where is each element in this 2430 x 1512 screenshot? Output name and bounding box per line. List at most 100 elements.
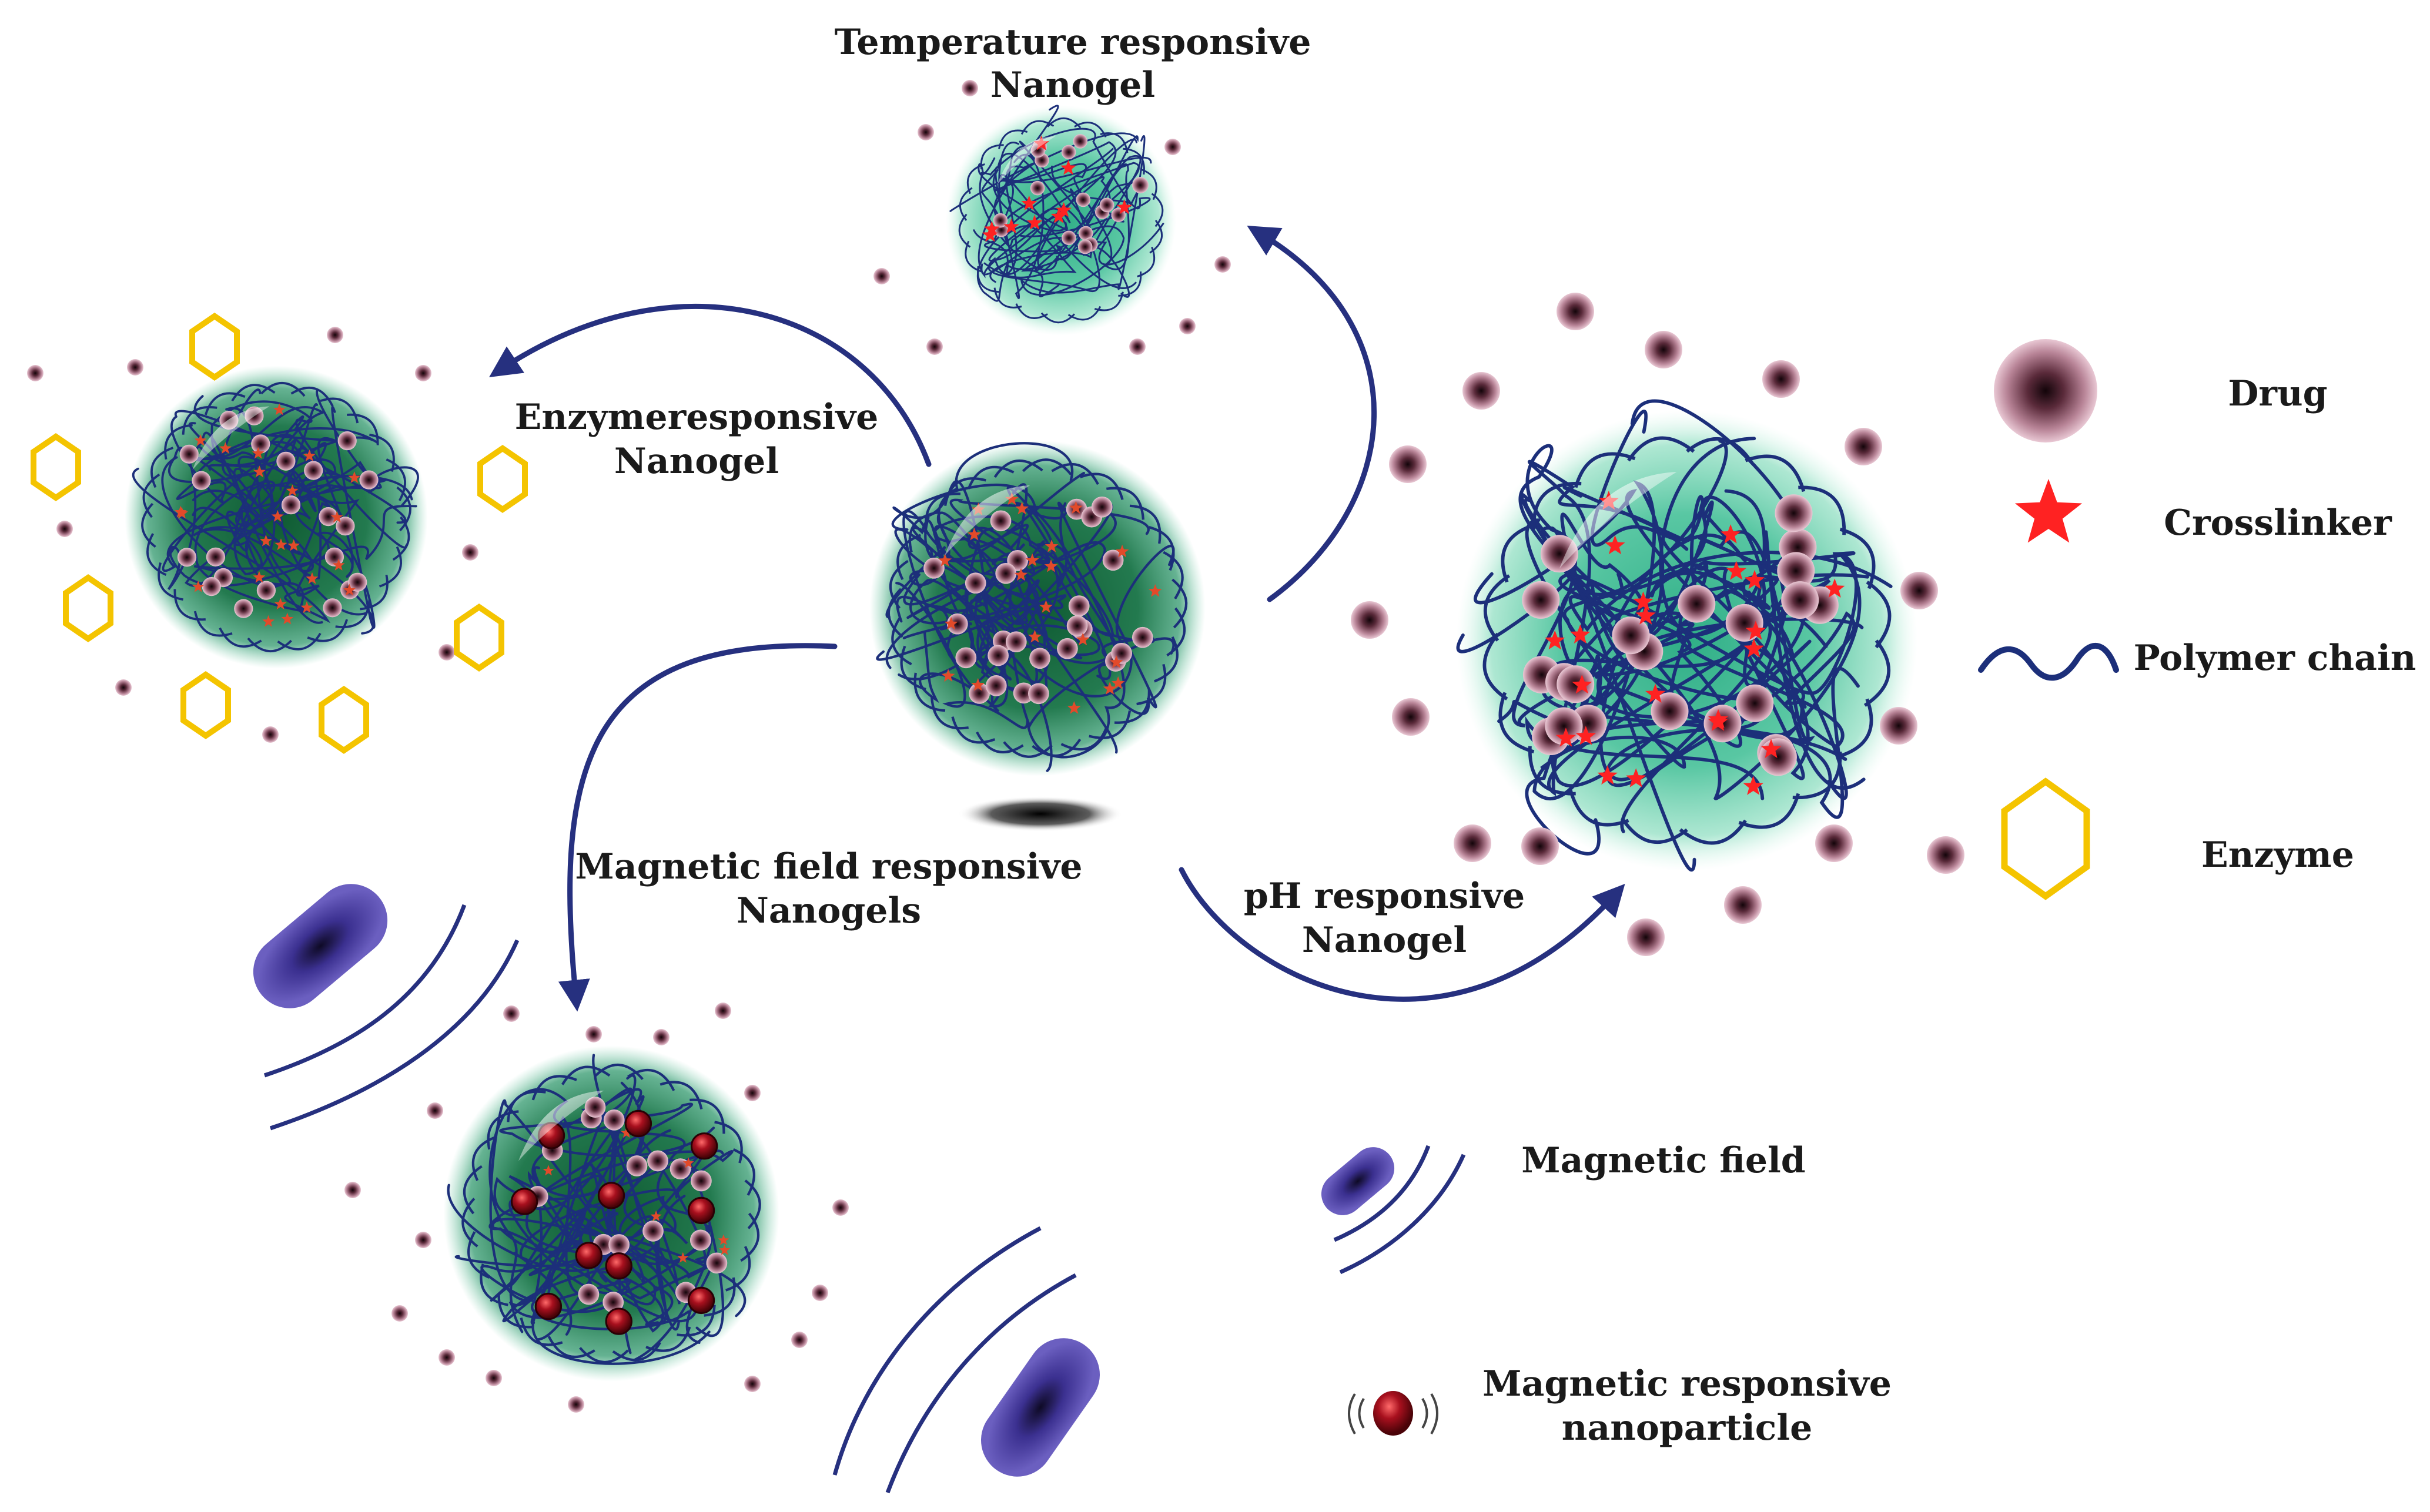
crosslinker xyxy=(941,669,955,682)
legend-enzyme-icon xyxy=(2001,777,2090,900)
polymer-loop xyxy=(1798,485,1846,535)
drug xyxy=(192,471,211,490)
drug xyxy=(993,213,1008,228)
crosslinker xyxy=(273,403,286,415)
polymer-loop xyxy=(193,611,233,637)
released-drug xyxy=(1389,445,1427,483)
magnets xyxy=(253,884,1466,1494)
crosslinker xyxy=(1045,539,1059,552)
magnetic-nanoparticle xyxy=(575,1242,603,1269)
drug xyxy=(1077,239,1093,254)
crosslinker xyxy=(253,571,266,583)
drug xyxy=(955,647,977,669)
crosslinker xyxy=(718,1234,729,1245)
drug xyxy=(1759,738,1797,776)
released-drug xyxy=(744,1376,761,1392)
drug xyxy=(1013,682,1035,704)
crosslinker xyxy=(682,1157,694,1168)
released-drug xyxy=(415,365,431,381)
crosslinker xyxy=(1111,676,1125,689)
released-drug xyxy=(415,1232,431,1248)
crosslinker xyxy=(621,1127,632,1138)
magnetic-nanoparticle xyxy=(690,1132,718,1160)
crosslinker xyxy=(1115,544,1129,558)
labels: Temperature responsive Nanogel Enzymeres… xyxy=(515,22,1525,961)
drug xyxy=(691,1170,712,1192)
magnetic-nanoparticle xyxy=(687,1286,715,1315)
central-gel-shadow xyxy=(958,796,1123,832)
released-drug xyxy=(1462,372,1500,410)
drug xyxy=(1028,683,1049,705)
crosslinker xyxy=(1605,535,1625,555)
crosslinker xyxy=(1005,492,1019,505)
released-drug xyxy=(1521,827,1559,865)
polymer-loop xyxy=(1501,522,1539,583)
magnetic-field-line xyxy=(832,1226,1042,1476)
polymer-chain xyxy=(980,128,1164,266)
drug xyxy=(1078,226,1093,241)
polymer-loop xyxy=(1627,436,1695,462)
drug xyxy=(642,1221,664,1242)
label-ph-line1: pH responsive xyxy=(1244,876,1525,917)
label-ph-line2: Nanogel xyxy=(1302,920,1467,961)
released-drug xyxy=(439,644,455,661)
crosslinker xyxy=(1575,726,1596,745)
crosslinker xyxy=(286,484,299,497)
enzyme-icon xyxy=(31,433,81,502)
released-drug xyxy=(1214,256,1231,273)
crosslinker xyxy=(1708,709,1729,729)
crosslinker xyxy=(1026,214,1043,230)
polymer-loop xyxy=(660,1081,703,1109)
crosslinker xyxy=(262,615,275,627)
polymer-loop xyxy=(1621,817,1688,844)
crosslinker xyxy=(982,227,998,242)
polymer-chain xyxy=(488,1150,734,1336)
crosslinker xyxy=(194,434,207,446)
released-drug xyxy=(1392,698,1430,736)
polymer-loop xyxy=(1163,551,1184,600)
drug xyxy=(1132,626,1153,648)
drug xyxy=(988,645,1009,666)
polymer-loop xyxy=(520,1317,563,1346)
released-drug xyxy=(391,1305,408,1322)
drug xyxy=(1073,134,1088,149)
arrow-to-ph xyxy=(1179,867,1625,1002)
magnetic-nanoparticle xyxy=(510,1188,538,1215)
released-drug xyxy=(1454,824,1491,862)
crosslinker xyxy=(1028,629,1042,643)
drug xyxy=(276,451,296,471)
polymer-loop xyxy=(891,616,912,666)
polymer-loop xyxy=(320,397,359,424)
crosslinker xyxy=(253,465,266,478)
magnetic-field-line xyxy=(1333,1145,1431,1242)
crosslinker xyxy=(303,450,316,461)
arrows xyxy=(489,226,1625,1012)
released-drug xyxy=(486,1370,502,1386)
magnetic-nanoparticle xyxy=(624,1109,652,1138)
drug xyxy=(1076,192,1091,207)
crosslinker xyxy=(1645,683,1666,703)
drug xyxy=(608,1234,630,1255)
polymer-chain xyxy=(973,162,1067,277)
drug xyxy=(234,599,253,618)
legend-polymer-chain-icon xyxy=(1978,643,2119,681)
polymer-loop xyxy=(744,1179,761,1229)
polymer-loop xyxy=(142,473,160,518)
released-drug xyxy=(503,1005,520,1022)
label-enzyme-line2: Nanogel xyxy=(614,441,779,482)
released-drug xyxy=(1845,428,1882,465)
drug xyxy=(965,572,986,594)
drug xyxy=(251,434,270,454)
drug xyxy=(202,577,221,596)
polymer-loop xyxy=(396,486,411,532)
released-drug xyxy=(962,80,978,96)
polymer-loop xyxy=(1114,689,1150,724)
polymer-loop xyxy=(704,1277,736,1317)
polymer-loop xyxy=(561,1065,611,1085)
polymer-chain xyxy=(924,511,1114,697)
drug xyxy=(670,1158,691,1179)
polymer-loop xyxy=(1154,636,1179,683)
drug xyxy=(206,547,225,566)
magnetic-nanoparticle xyxy=(605,1308,632,1335)
polymer-loop xyxy=(645,1326,691,1352)
